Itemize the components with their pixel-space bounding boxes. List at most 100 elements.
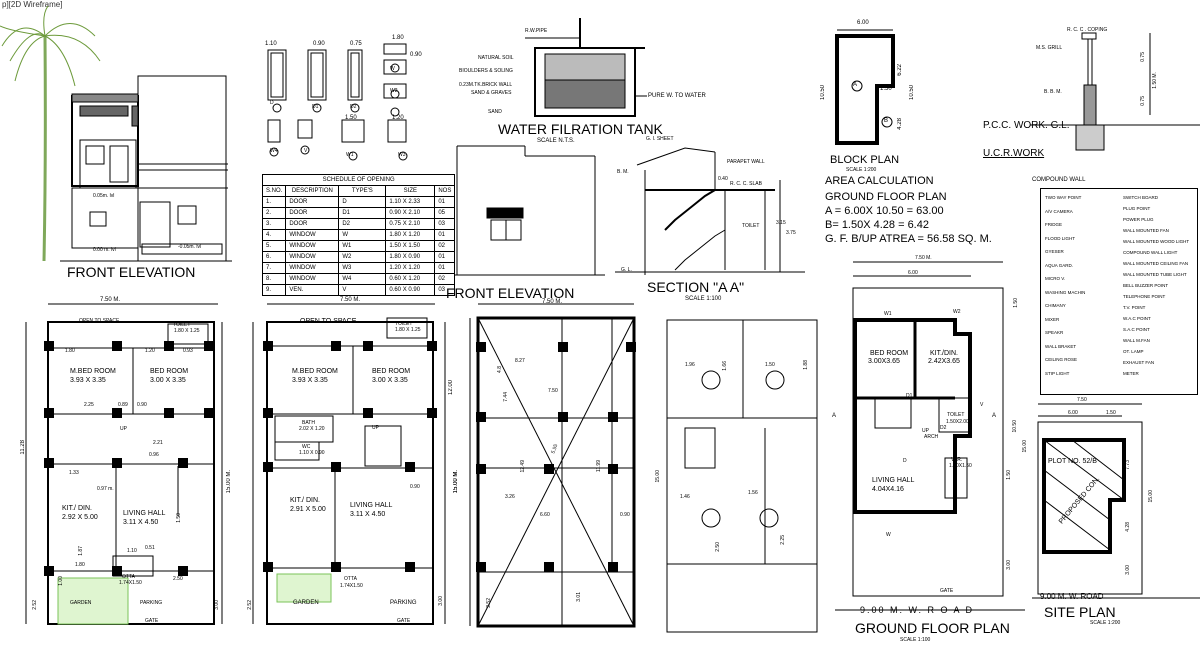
tank-label: NATURAL SOIL [478, 55, 514, 61]
plan3-dim: 4.8 [497, 366, 503, 373]
plan1-room: UP [120, 426, 127, 432]
tank-label: BIOULDERS & SOLING [459, 68, 513, 74]
section-label: G. I. SHEET [646, 136, 674, 142]
plan3-dim: 2.52 [486, 598, 492, 608]
plan3-dim: 7.50 [548, 388, 558, 394]
cell: WINDOW [285, 240, 340, 252]
plan1-height: 15.00 M. [226, 470, 232, 494]
wall-label: R. C. C . COPING [1067, 27, 1108, 33]
cell: DOOR [285, 207, 340, 219]
legend-item: GYESER [1045, 249, 1064, 254]
cell: 01 [434, 229, 456, 241]
plan2-drawing [252, 303, 446, 625]
gf-dim: 6.00 [908, 270, 918, 276]
plan1-dim: 0.97 m. [97, 486, 114, 492]
plan2-room: UP [372, 425, 379, 431]
gf-tag: W2 [953, 309, 961, 315]
section-dim: 3.15 [776, 220, 786, 226]
site-plan-drawing [1032, 403, 1200, 599]
block-dim: 4.28 [897, 118, 903, 130]
gf-dim: 15.00 [1022, 440, 1028, 453]
plan2-side: 12.00 [448, 380, 454, 396]
plan2-room: 1.74X1.50 [340, 583, 363, 589]
cell: D2 [338, 218, 387, 230]
gf-dim: 1.50 [1006, 470, 1012, 480]
plan2-room: M.BED ROOM [292, 368, 338, 375]
cell: 7. [261, 262, 287, 274]
legend-item: AQUA GARD. [1045, 262, 1074, 268]
legend-item: A/V CAMERA [1045, 208, 1073, 214]
level-label: -0.05m. lvl [178, 244, 202, 250]
plan2-room: GARDEN [293, 600, 319, 606]
gf-tag: D [903, 458, 907, 464]
cell: 9. [261, 284, 287, 296]
wall-dim: 1.50 M. [1152, 72, 1158, 89]
wall-label: U.C.R.WORK [983, 148, 1045, 159]
gf-room: 1.50X2.00 [946, 419, 969, 425]
cell: 01 [434, 251, 456, 263]
site-plan-scale: SCALE 1:200 [1090, 620, 1121, 626]
section-dim: 3.75 [786, 230, 796, 236]
gf-room: KIT./DIN. [930, 350, 959, 357]
gf-room: LIVING HALL [872, 477, 915, 484]
cell: 0.60 X 1.20 [385, 273, 436, 285]
plan1-room: OTTA [122, 574, 135, 580]
plan1-dim: 3.00 [214, 600, 220, 610]
cell: W2 [338, 251, 387, 263]
wall-dim: 0.75 [1140, 96, 1146, 106]
wall-dim: 0.75 [1140, 52, 1146, 62]
cell: WINDOW [285, 251, 340, 263]
ground-floor-title: GROUND FLOOR PLAN [855, 620, 1010, 636]
site-dim: 7.73 [1125, 460, 1131, 470]
window-title: p][2D Wireframe] [2, 0, 63, 9]
plan2-width: 7.50 M. [340, 297, 361, 303]
plan4-drawing [666, 319, 818, 633]
plan1-dim: 2.25 [84, 402, 94, 408]
legend-item: WALL MOUNTED FAN [1123, 228, 1169, 233]
cell: 03 [434, 284, 456, 296]
water-tank-drawing [525, 18, 647, 117]
cell: 02 [434, 240, 456, 252]
plan2-room: WC [302, 444, 311, 450]
plan2-room: BED ROOM [372, 368, 411, 375]
site-dim: 15.00 [1148, 490, 1154, 503]
water-tank-scale: SCALE N.T.S. [537, 138, 575, 144]
plan2-room: 1.80 X 1.25 [395, 327, 421, 333]
opening-tag: D2 [350, 104, 357, 110]
plan2-dim: 0.90 [410, 484, 420, 490]
plan1-room: BED ROOM [150, 368, 189, 375]
legend-item: SWITCH BOARD [1123, 195, 1159, 200]
schedule-title: SCHEDULE OF OPENING [261, 174, 456, 186]
plan1-dim: 1.33 [69, 470, 79, 476]
site-dim: 7.50 [1077, 397, 1087, 403]
plan2-room: LIVING HALL [350, 502, 393, 509]
cell: 01 [434, 262, 456, 274]
cell: 2. [261, 207, 287, 219]
block-plan-scale: SCALE 1:200 [846, 167, 877, 173]
palm-tree-icon [0, 6, 101, 262]
legend-item: T.V. POINT [1123, 305, 1146, 310]
legend-item: TELEPHONE POINT [1123, 294, 1166, 299]
cell: WINDOW [285, 273, 340, 285]
tank-label: R.W.PIPE [525, 28, 548, 34]
level-label: 0.05m. lvl [93, 193, 115, 199]
section-scale: SCALE 1:100 [685, 296, 722, 302]
schedule-table: SCHEDULE OF OPENING S.NO. DESCRIPTION TY… [261, 174, 456, 296]
cell: 02 [434, 273, 456, 285]
plan1-room: 3.00 X 3.35 [150, 377, 186, 384]
plan2-room: GATE [397, 618, 411, 624]
plan2-room: BATH [302, 420, 315, 426]
cell: 1.80 X 0.90 [385, 251, 436, 263]
plan1-dim: 1.87 [78, 546, 84, 556]
cell: 1. [261, 196, 287, 208]
block-mark: B [884, 118, 889, 124]
gf-tag: V [980, 402, 984, 408]
gf-dim: 1.50 [1013, 298, 1019, 308]
legend-item: COMPOUND WALL LIGHT [1123, 250, 1178, 255]
gf-tag: D1 [906, 393, 913, 399]
ground-floor-scale: SCALE 1:100 [900, 637, 931, 643]
cell: 0.60 X 0.90 [385, 284, 436, 296]
